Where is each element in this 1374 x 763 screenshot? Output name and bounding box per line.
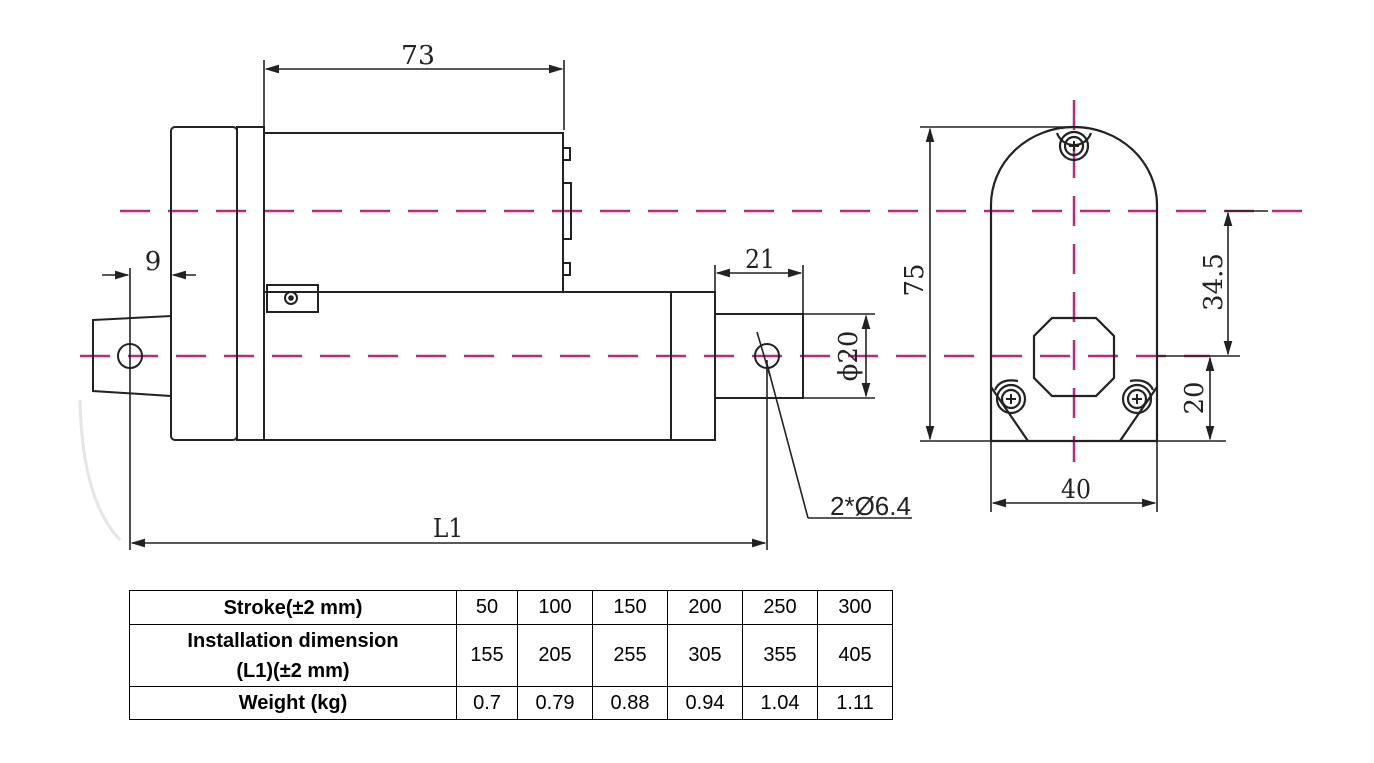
table-cell: 255 [592,624,668,687]
table-row-weight: Weight (kg) 0.7 0.79 0.88 0.94 1.04 1.11 [129,686,893,720]
end-view-outline [989,125,1159,443]
motor-terminal-bottom [562,262,571,276]
table-cell: 300 [817,590,893,625]
table-cell: 0.7 [456,686,518,720]
dim-bottom-offset: 20 [1180,381,1210,414]
table-cell: 355 [742,624,818,687]
dim-clevis-offset: 9 [145,247,162,277]
row-header-weight: Weight (kg) [129,686,457,720]
right-screw-icon [1121,383,1153,415]
cable-clamp [266,284,319,313]
end-view [989,125,1159,443]
end-view-dimensions [920,126,1268,512]
table-cell: 1.11 [817,686,893,720]
dim-width: 40 [1061,475,1091,505]
side-view-dimensions [102,60,912,550]
dim-body-length: 73 [401,41,435,71]
tube-end-cap [670,291,716,441]
table-cell: 50 [456,590,518,625]
table-cell: 0.88 [592,686,668,720]
technical-drawing: 73 9 21 ϕ20 L1 2*Ø6.4 75 34.5 20 40 [78,41,1320,550]
table-cell: 150 [592,590,668,625]
row-header-installation: Installation dimension (L1)(±2 mm) [129,624,457,687]
dim-total-height: 75 [900,263,930,296]
motor-terminal-top [562,147,571,161]
table-cell: 0.94 [667,686,743,720]
gearbox-plate [236,126,265,441]
dim-rod-end-length: 21 [745,245,775,275]
table-cell: 200 [667,590,743,625]
gearbox-housing [170,126,238,441]
table-cell: 1.04 [742,686,818,720]
table-cell: 155 [456,624,518,687]
row-header-installation-line1: Installation dimension [187,629,399,652]
left-screw-icon [995,383,1027,415]
table-cell: 405 [817,624,893,687]
rear-clevis [92,314,172,398]
dim-rod-diameter: ϕ20 [834,331,864,382]
table-cell: 205 [517,624,593,687]
outer-tube [263,291,672,441]
table-cell: 305 [667,624,743,687]
row-header-stroke: Stroke(±2 mm) [129,590,457,625]
dim-axis-offset: 34.5 [1199,253,1229,311]
side-view [78,126,804,542]
dim-overall-length: L1 [433,514,463,544]
table-cell: 0.79 [517,686,593,720]
table-cell: 100 [517,590,593,625]
top-screw-icon [1058,130,1090,162]
table-cell: 250 [742,590,818,625]
spec-table: Stroke(±2 mm) 50 100 150 200 250 300 Ins… [129,590,893,720]
motor-terminal-mid [562,182,572,240]
table-row-installation: Installation dimension (L1)(±2 mm) 155 2… [129,624,893,687]
table-row-stroke: Stroke(±2 mm) 50 100 150 200 250 300 [129,590,893,625]
row-header-installation-line2: (L1)(±2 mm) [236,659,350,682]
dim-hole-spec: 2*Ø6.4 [830,491,911,521]
rod-bore [1032,316,1116,398]
motor-body [263,132,564,293]
